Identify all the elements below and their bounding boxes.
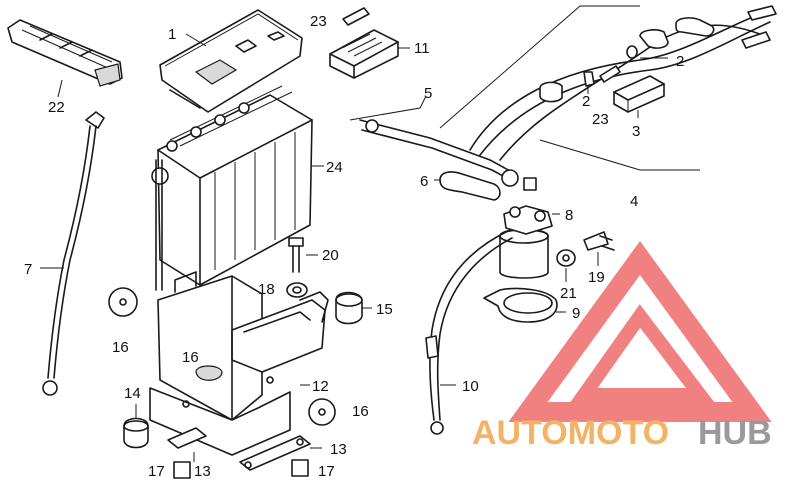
cushion-part-16b [308, 398, 336, 426]
callout-4: 4 [630, 193, 638, 210]
relay-wire-lead-part [425, 231, 513, 435]
callout-20: 20 [322, 247, 339, 264]
wire-harness-part [439, 5, 777, 171]
cushion-part-16a [108, 287, 138, 317]
callout-2a: 2 [676, 53, 684, 70]
callout-10: 10 [462, 378, 479, 395]
grommet-part-18 [286, 282, 308, 298]
callout-7: 7 [24, 261, 32, 278]
fuse-part-23b [599, 65, 621, 83]
callout-6: 6 [420, 173, 428, 190]
callout-14: 14 [124, 385, 141, 402]
watermark-text-automoto: AUTOMOTO [472, 414, 669, 452]
fuse-holder-part [329, 29, 410, 79]
callout-2b: 2 [582, 93, 590, 110]
nut-part-17b [291, 459, 309, 477]
callout-16b: 16 [182, 349, 199, 366]
watermark-text-hub: HUB [698, 414, 772, 452]
callout-22: 22 [48, 99, 65, 116]
callout-23a: 23 [310, 13, 327, 30]
callout-8: 8 [565, 207, 573, 224]
callout-11: 11 [414, 40, 430, 57]
starter-cable-part [349, 95, 519, 187]
callout-19: 19 [588, 269, 605, 286]
washer-part-21 [556, 249, 576, 282]
fuse-clip-part-2b [583, 71, 595, 94]
battery-strap-part [7, 19, 123, 98]
callout-16a: 16 [112, 339, 129, 356]
battery-holder-part [149, 271, 329, 456]
callout-3: 3 [632, 123, 640, 140]
callout-23b: 23 [592, 111, 609, 128]
rubber-mount-part [123, 404, 149, 449]
callout-18: 18 [258, 281, 275, 298]
fuse-part [342, 7, 370, 26]
callout-17b: 17 [318, 463, 335, 480]
nut-part-17a [173, 461, 191, 479]
callout-16c: 16 [352, 403, 369, 420]
battery-part [151, 85, 324, 291]
battery-cover-part [159, 9, 303, 113]
bolt-part-19 [583, 231, 615, 266]
relay-band-part [483, 287, 566, 323]
callout-13b: 13 [330, 441, 347, 458]
callout-1: 1 [168, 26, 176, 43]
terminal-boot-part [434, 171, 501, 201]
callout-24: 24 [326, 159, 343, 176]
collar-part [335, 291, 372, 325]
stay-part-13b [239, 435, 322, 471]
bolt-part-20 [288, 237, 318, 273]
callout-13a: 13 [194, 463, 211, 480]
starter-relay-part [499, 205, 560, 279]
terminal-nut-part [523, 177, 537, 191]
callout-15: 15 [376, 301, 393, 318]
fuse-clip-part-2a [626, 45, 668, 59]
watermark-logo [508, 240, 772, 422]
callout-5: 5 [424, 85, 432, 102]
stay-part-13a [167, 427, 207, 462]
callout-12: 12 [312, 378, 329, 395]
callout-21: 21 [560, 285, 577, 302]
negative-cable-part [40, 111, 105, 396]
callout-9: 9 [572, 305, 580, 322]
callout-17a: 17 [148, 463, 165, 480]
fuse-holder-part-3 [613, 75, 665, 118]
